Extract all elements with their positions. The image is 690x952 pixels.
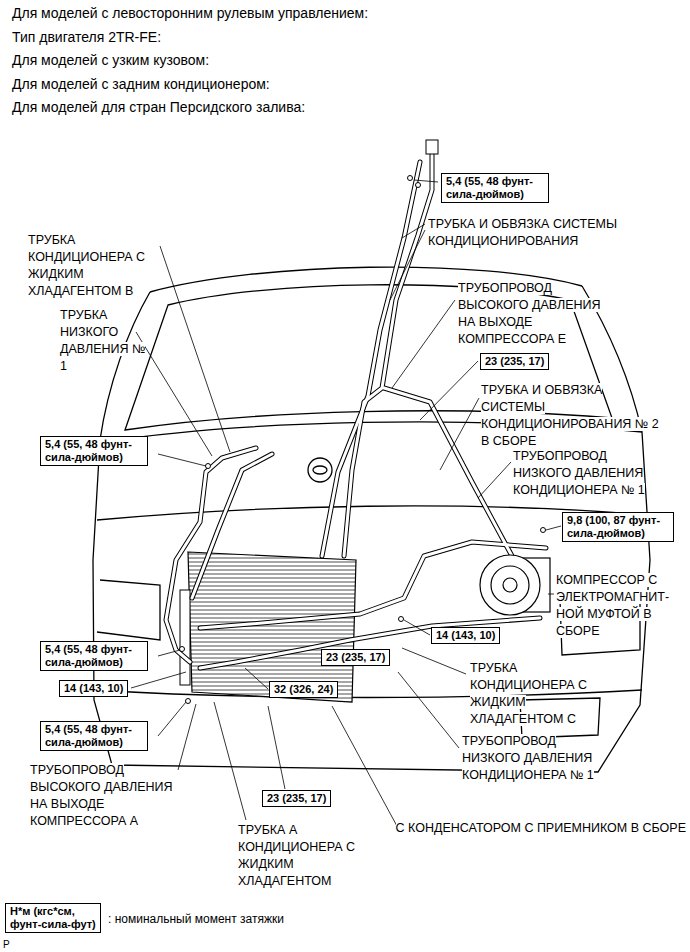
part-name: ТРУБОПРОВОД ВЫСОКОГО ДАВЛЕНИЯ НА ВЫХОДЕ … xyxy=(30,763,173,828)
legend-text-block: : номинальный момент затяжки xyxy=(108,911,284,928)
applicability-note: Тип двигателя 2TR-FE: xyxy=(12,29,161,45)
part-name-block: ТРУБКА НИЗКОГО ДАВЛЕНИЯ № 1 xyxy=(60,307,148,375)
part-name: ТРУБКА И ОБВЯЗКА СИСТЕМЫ КОНДИЦИОНИРОВАН… xyxy=(428,217,617,248)
applicability-note-block: Для моделей с задним кондиционером: xyxy=(12,75,270,93)
part-name-block: ТРУБКА И ОБВЯЗКА СИСТЕМЫ КОНДИЦИОНИРОВАН… xyxy=(481,382,666,450)
torque-value: 5,4 (55, 48 фунт-сила-дюймов) xyxy=(45,723,143,749)
part-name: КОМПРЕССОР С ЭЛЕКТРОМАГНИТ- НОЙ МУФТОЙ В… xyxy=(556,573,669,638)
torque-value: 5,4 (55, 48 фунт-сила-дюймов) xyxy=(45,438,143,464)
applicability-note-block: Для моделей для стран Персидского залива… xyxy=(12,98,305,116)
part-name-block: ТРУБОПРОВОД ВЫСОКОГО ДАВЛЕНИЯ НА ВЫХОДЕ … xyxy=(30,762,190,830)
part-name-block: ТРУБКА И ОБВЯЗКА СИСТЕМЫ КОНДИЦИОНИРОВАН… xyxy=(428,216,678,250)
torque-value: 32 (326, 24) xyxy=(274,683,333,696)
torque-box: 5,4 (55, 48 фунт-сила-дюймов) xyxy=(40,721,148,751)
torque-box: 5,4 (55, 48 фунт-сила-дюймов) xyxy=(441,173,549,203)
part-name: ТРУБКА И ОБВЯЗКА СИСТЕМЫ КОНДИЦИОНИРОВАН… xyxy=(481,383,659,448)
applicability-note: Для моделей с левосторонним рулевым упра… xyxy=(12,5,368,21)
part-name-block: С КОНДЕНСАТОРОМ С ПРИЕМНИКОМ В СБОРЕ xyxy=(396,820,686,837)
part-name: ТРУБОПРОВОД НИЗКОГО ДАВЛЕНИЯ КОНДИЦИОНЕР… xyxy=(462,734,594,782)
figure-code-block: P xyxy=(3,936,10,952)
torque-value: 5,4 (55, 48 фунт-сила-дюймов) xyxy=(45,643,143,669)
torque-box: 23 (235, 17) xyxy=(480,353,549,370)
figure-code: P xyxy=(3,939,10,950)
torque-value: 14 (143, 10) xyxy=(436,629,495,642)
torque-value: 9,8 (100, 87 фунт-сила-дюймов) xyxy=(567,514,669,540)
applicability-note: Для моделей с задним кондиционером: xyxy=(12,76,270,92)
legend-unit-text: Н*м (кгс*см, фунт-сила-фут) xyxy=(10,905,96,931)
torque-value: 23 (235, 17) xyxy=(326,651,385,664)
torque-box: 23 (235, 17) xyxy=(262,790,331,807)
torque-value: 23 (235, 17) xyxy=(267,792,326,805)
legend-text: : номинальный момент затяжки xyxy=(108,912,284,926)
part-name: С КОНДЕНСАТОРОМ С ПРИЕМНИКОМ В СБОРЕ xyxy=(396,821,686,835)
part-name-block: ТРУБКА КОНДИЦИОНЕРА С ЖИДКИМ ХЛАДАГЕНТОМ… xyxy=(28,232,173,300)
compressor xyxy=(480,555,550,615)
applicability-note-block: Тип двигателя 2TR-FE: xyxy=(12,28,161,46)
torque-box: 32 (326, 24) xyxy=(269,681,338,698)
part-name-block: ТРУБОПРОВОД НИЗКОГО ДАВЛЕНИЯ КОНДИЦИОНЕР… xyxy=(513,448,663,499)
applicability-note: Для моделей с узким кузовом: xyxy=(12,52,209,68)
applicability-note-block: Для моделей с левосторонним рулевым упра… xyxy=(12,4,368,22)
part-name-block: ТРУБКА А КОНДИЦИОНЕРА С ЖИДКИМ ХЛАДАГЕНТ… xyxy=(238,822,378,890)
torque-box: 14 (143, 10) xyxy=(431,627,500,644)
pipe-fitting xyxy=(426,140,438,154)
part-name: ТРУБКА КОНДИЦИОНЕРА С ЖИДКИМ ХЛАДАГЕНТОМ… xyxy=(28,233,145,298)
part-name: ТРУБКА НИЗКОГО ДАВЛЕНИЯ № 1 xyxy=(60,308,145,373)
legend-sample-box: Н*м (кгс*см, фунт-сила-фут) xyxy=(5,903,101,933)
part-name: ТРУБКА КОНДИЦИОНЕРА С ЖИДКИМ ХЛАДАГЕНТОМ… xyxy=(470,661,587,726)
part-name-block: ТРУБКА КОНДИЦИОНЕРА С ЖИДКИМ ХЛАДАГЕНТОМ… xyxy=(470,660,620,728)
torque-value: 5,4 (55, 48 фунт-сила-дюймов) xyxy=(446,175,544,201)
torque-value: 14 (143, 10) xyxy=(64,682,123,695)
torque-box: 23 (235, 17) xyxy=(321,649,390,666)
applicability-note: Для моделей для стран Персидского залива… xyxy=(12,99,305,115)
torque-box: 9,8 (100, 87 фунт-сила-дюймов) xyxy=(562,512,674,542)
torque-box: 14 (143, 10) xyxy=(59,680,128,697)
applicability-note-block: Для моделей с узким кузовом: xyxy=(12,51,209,69)
part-name-block: ТРУБОПРОВОД ВЫСОКОГО ДАВЛЕНИЯ НА ВЫХОДЕ … xyxy=(458,280,618,348)
leader-lines xyxy=(131,180,561,828)
torque-box: 5,4 (55, 48 фунт-сила-дюймов) xyxy=(40,436,148,466)
torque-box: 5,4 (55, 48 фунт-сила-дюймов) xyxy=(40,641,148,671)
torque-value: 23 (235, 17) xyxy=(485,355,544,368)
part-name: ТРУБОПРОВОД НИЗКОГО ДАВЛЕНИЯ КОНДИЦИОНЕР… xyxy=(513,449,645,497)
part-name: ТРУБОПРОВОД ВЫСОКОГО ДАВЛЕНИЯ НА ВЫХОДЕ … xyxy=(458,281,601,346)
part-name: ТРУБКА А КОНДИЦИОНЕРА С ЖИДКИМ ХЛАДАГЕНТ… xyxy=(238,823,355,888)
part-name-block: КОМПРЕССОР С ЭЛЕКТРОМАГНИТ- НОЙ МУФТОЙ В… xyxy=(556,572,680,640)
part-name-block: ТРУБОПРОВОД НИЗКОГО ДАВЛЕНИЯ КОНДИЦИОНЕР… xyxy=(462,733,612,784)
